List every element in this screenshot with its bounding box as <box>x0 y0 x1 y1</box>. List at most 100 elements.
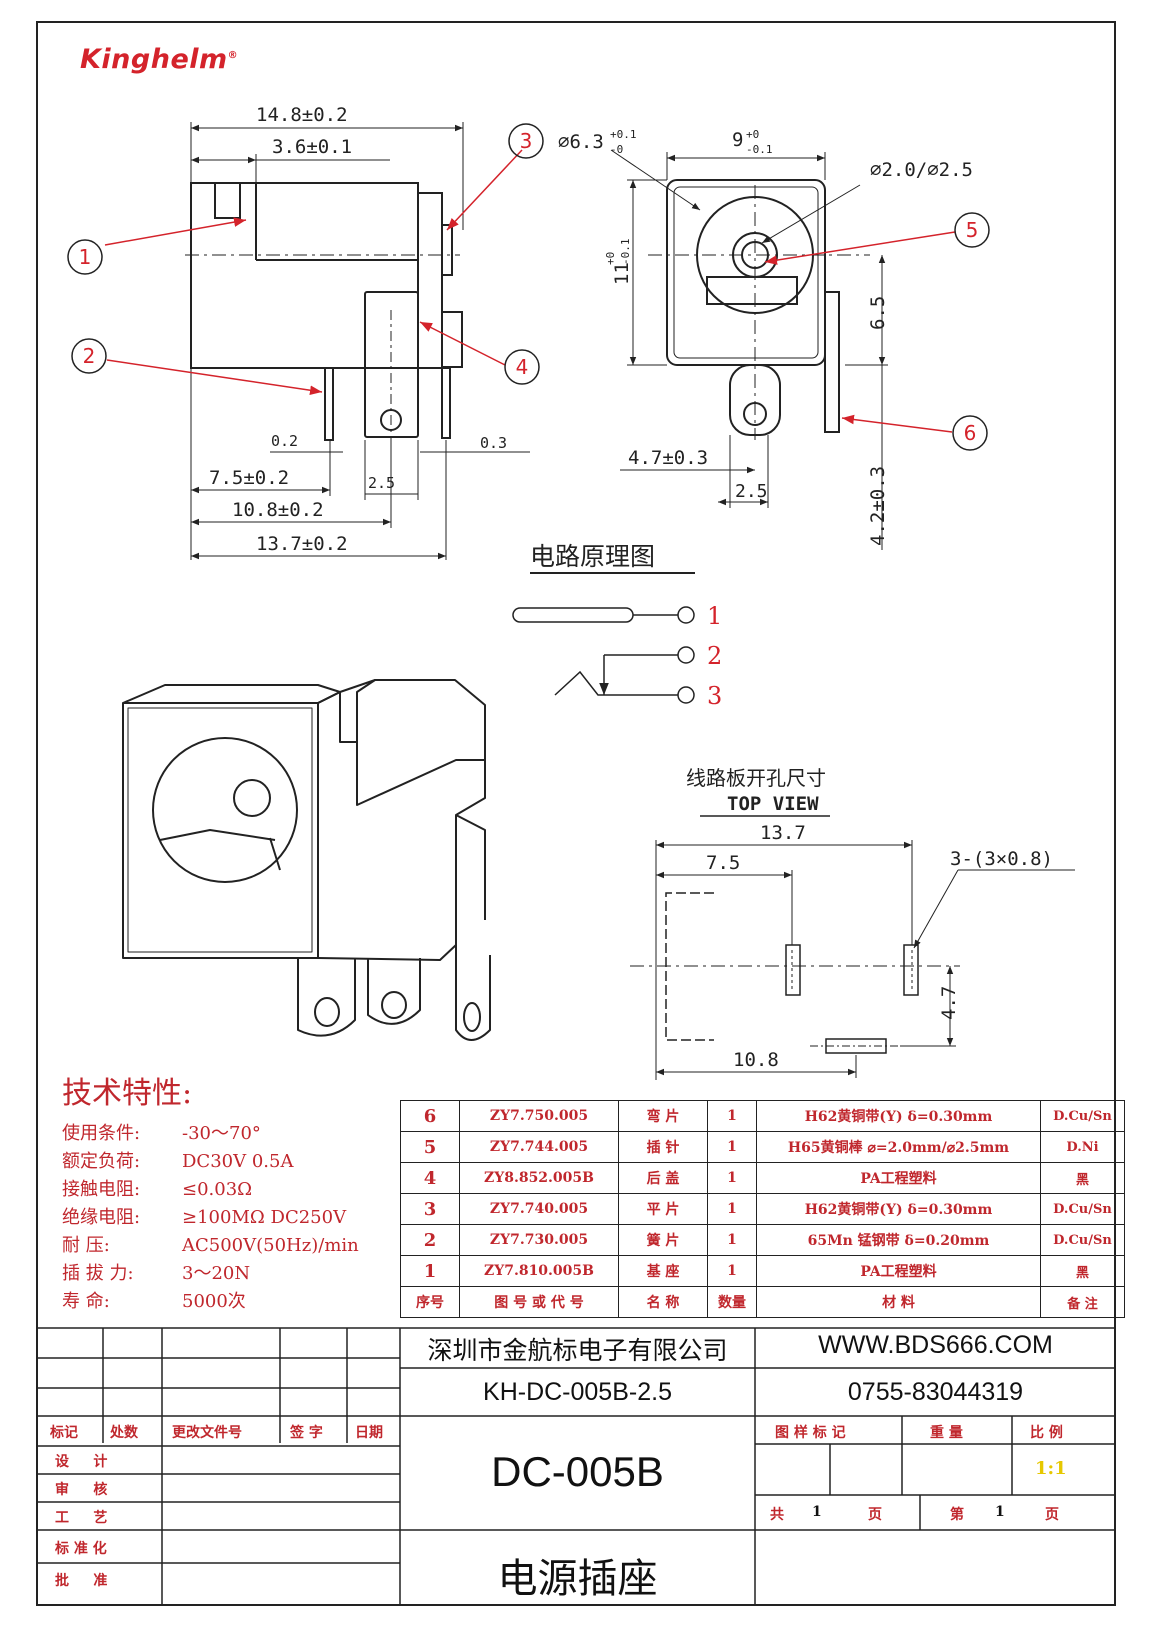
phone: 0755-83044319 <box>847 1378 1024 1406</box>
dim-4-7: 4.7±0.3 <box>628 447 708 469</box>
bom-cell: H62黄铜带(Y) δ=0.30mm <box>756 1100 1041 1132</box>
callout-2: 2 <box>83 344 96 368</box>
pcb-dim-texts: 13.7 7.5 3-(3×0.8) 4.7 10.8 <box>706 822 1053 1071</box>
side-callouts <box>67 123 544 395</box>
part-code: KH-DC-005B-2.5 <box>483 1378 672 1406</box>
front-dims <box>610 149 888 550</box>
svg-text:-0.1: -0.1 <box>619 239 632 266</box>
page-unit: 页 <box>868 1507 882 1523</box>
bom-header-cell: 备 注 <box>1040 1286 1125 1318</box>
dim-2-5b: 2.5 <box>735 481 768 502</box>
bom-cell: H62黄铜带(Y) δ=0.30mm <box>756 1193 1041 1225</box>
bom-cell: 6 <box>400 1100 460 1132</box>
spec-row: 寿 命:5000次 <box>62 1291 246 1312</box>
schematic-pin-1: 1 <box>707 602 722 630</box>
bom-header-cell: 图 号 或 代 号 <box>459 1286 619 1318</box>
role-design: 设 计 <box>55 1454 108 1470</box>
schematic <box>512 606 695 704</box>
bom-cell: ZY7.810.005B <box>459 1255 619 1287</box>
front-view <box>648 179 870 440</box>
bom-cell: 黑 <box>1040 1162 1125 1194</box>
svg-text:+0: +0 <box>604 252 617 265</box>
dim-pin: ⌀2.0/⌀2.5 <box>870 159 973 181</box>
bom-cell: 黑 <box>1040 1255 1125 1287</box>
part-name: 电源插座 <box>497 1556 658 1602</box>
front-dim-texts: ⌀6.3 +0.1 -0 9 +0 -0.1 ⌀2.0/⌀2.5 11 +0 -… <box>558 128 973 546</box>
side-view <box>185 182 463 441</box>
scale-value: 1:1 <box>1035 1458 1067 1479</box>
company-name: 深圳市金航标电子有限公司 <box>427 1337 728 1365</box>
front-callouts <box>764 212 990 451</box>
pcb-dim-slots: 3-(3×0.8) <box>950 848 1053 870</box>
schematic-title: 电路原理图 <box>530 542 655 571</box>
bom-cell: D.Cu/Sn <box>1040 1193 1125 1225</box>
total-label: 共 <box>770 1507 784 1523</box>
bom-cell: PA工程塑料 <box>756 1255 1041 1287</box>
dim-7-5: 7.5±0.2 <box>209 467 289 489</box>
dim-14-8: 14.8±0.2 <box>256 104 348 126</box>
bom-cell: 1 <box>707 1131 757 1163</box>
dim-6-5: 6.5 <box>867 296 889 330</box>
rev-header-sign: 签 字 <box>290 1425 323 1441</box>
spec-row: 使用条件:-30～70° <box>62 1123 261 1144</box>
bom-header-row: 序号图 号 或 代 号名 称数量材 料备 注 <box>400 1286 1125 1318</box>
rev-header-date: 日期 <box>355 1425 383 1441</box>
dim-0-3: 0.3 <box>480 434 507 452</box>
bom-cell: D.Cu/Sn <box>1040 1100 1125 1132</box>
schematic-pin-3: 3 <box>707 682 722 710</box>
dim-2-5: 2.5 <box>368 474 395 492</box>
side-dim-texts: 14.8±0.2 3.6±0.1 0.2 0.3 7.5±0.2 2.5 10.… <box>209 104 507 555</box>
pcb-dim-4-7: 4.7 <box>938 986 960 1020</box>
bom-cell: PA工程塑料 <box>756 1162 1041 1194</box>
bom-cell: D.Ni <box>1040 1131 1125 1163</box>
rev-header-count: 处数 <box>110 1425 138 1441</box>
page-label: 第 <box>950 1507 964 1523</box>
pcb-view <box>630 840 1075 1080</box>
website: WWW.BDS666.COM <box>818 1331 1053 1359</box>
spec-row: 耐 压:AC500V(50Hz)/min <box>62 1235 359 1256</box>
info-drawing-mark: 图 样 标 记 <box>775 1425 846 1441</box>
role-process: 工 艺 <box>55 1510 108 1526</box>
svg-text:+0: +0 <box>746 128 759 141</box>
svg-text:-0.1: -0.1 <box>746 143 773 156</box>
technical-specs: 技术特性: 使用条件:-30～70° 额定负荷:DC30V 0.5A 接触电阻:… <box>62 1068 359 1316</box>
pcb-subtitle: TOP VIEW <box>727 793 819 815</box>
bom-cell: 5 <box>400 1131 460 1163</box>
bom-cell: ZY7.740.005 <box>459 1193 619 1225</box>
role-review: 审 核 <box>55 1482 108 1498</box>
role-standard: 标 准 化 <box>55 1541 107 1557</box>
bom-cell: 弯 片 <box>618 1100 708 1132</box>
bom-header-cell: 材 料 <box>756 1286 1041 1318</box>
model-number: DC-005B <box>491 1448 664 1495</box>
page-number: 1 <box>995 1504 1005 1520</box>
pcb-dim-13-7: 13.7 <box>760 822 806 844</box>
specs-title: 技术特性: <box>62 1076 193 1111</box>
rev-header-mark: 标记 <box>50 1425 78 1441</box>
dim-13-7: 13.7±0.2 <box>256 533 348 555</box>
callout-5: 5 <box>966 218 979 242</box>
dim-0-2: 0.2 <box>271 432 298 450</box>
spec-row: 插 拔 力:3～20N <box>62 1263 251 1284</box>
callout-6: 6 <box>964 421 977 445</box>
side-view-dims <box>190 122 530 560</box>
bom-cell: ZY8.852.005B <box>459 1162 619 1194</box>
bom-cell: 基 座 <box>618 1255 708 1287</box>
pcb-title: 线路板开孔尺寸 <box>686 766 826 790</box>
spec-row: 接触电阻:≤0.03Ω <box>62 1179 253 1200</box>
rev-header-doc: 更改文件号 <box>172 1425 242 1441</box>
page-unit-2: 页 <box>1045 1507 1059 1523</box>
drawing-frame <box>36 21 1116 1606</box>
bom-cell: 1 <box>707 1162 757 1194</box>
total-pages: 1 <box>812 1504 822 1520</box>
bom-cell: 3 <box>400 1193 460 1225</box>
bom-cell: 插 针 <box>618 1131 708 1163</box>
spec-row: 额定负荷:DC30V 0.5A <box>62 1151 294 1172</box>
info-scale: 比 例 <box>1030 1425 1063 1441</box>
bom-cell: 1 <box>400 1255 460 1287</box>
dim-10-8: 10.8±0.2 <box>232 499 324 521</box>
